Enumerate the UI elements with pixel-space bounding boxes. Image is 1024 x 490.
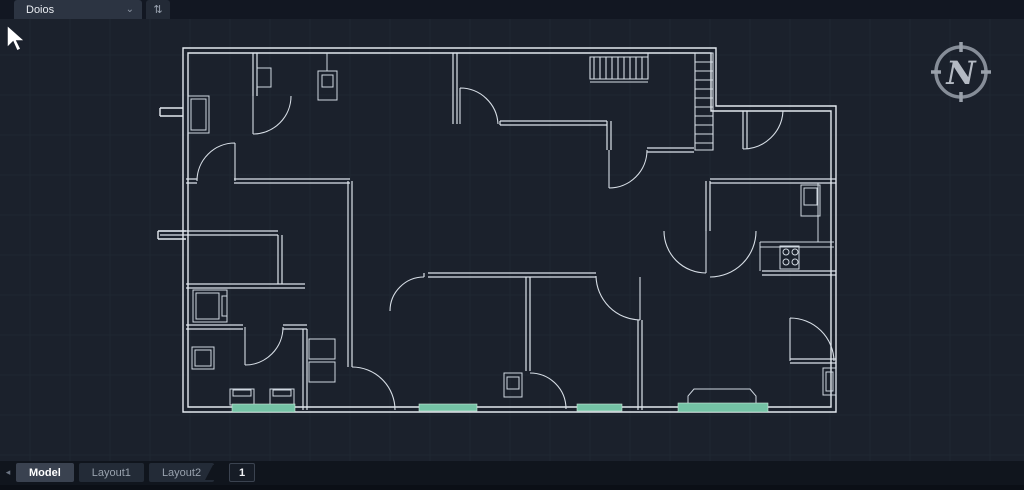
bench: [229, 388, 255, 406]
tab-layout2-label: Layout2: [161, 466, 202, 479]
cabinet: [191, 346, 215, 370]
top-bar: Doios ⌄ ⇅: [0, 0, 1024, 19]
sync-button[interactable]: ⇅: [146, 0, 170, 19]
mouse-cursor-icon: [6, 23, 27, 53]
furniture-fixtures: [187, 53, 837, 406]
tv-stand: [503, 372, 523, 398]
tab-layout1-label: Layout1: [91, 466, 131, 479]
wall-panel: [256, 67, 272, 88]
tab-model[interactable]: Model: [16, 463, 74, 482]
drawing-canvas[interactable]: N: [0, 19, 1024, 461]
kitchen-fixtures: [759, 183, 834, 271]
page-number-badge[interactable]: 1: [229, 463, 256, 482]
grid-lines: [0, 19, 1024, 461]
staircase: [589, 52, 714, 151]
floorplan-drawing: N: [0, 19, 1024, 461]
compass-north-label: N: [945, 54, 977, 92]
exterior-walls: [157, 47, 837, 413]
door-arcs: [196, 87, 835, 411]
fridge: [800, 184, 821, 217]
dryer: [308, 361, 336, 383]
wardrobe: [187, 95, 210, 134]
tab-layout1[interactable]: Layout1: [78, 463, 144, 482]
tab-model-label: Model: [29, 466, 61, 479]
compass-ticks: [931, 42, 991, 102]
washer: [308, 338, 336, 360]
sync-icon: ⇅: [153, 4, 163, 16]
tab-scroll-left-icon[interactable]: ◂: [5, 467, 11, 477]
interior-walls: [160, 53, 836, 410]
sofa: [687, 388, 757, 405]
drawing-title: Doios: [26, 3, 55, 16]
window-sills: [231, 402, 769, 413]
north-compass[interactable]: N: [931, 42, 991, 102]
status-strip: [0, 485, 1024, 490]
drawing-title-tab[interactable]: Doios ⌄: [14, 0, 142, 19]
wall-unit: [822, 367, 837, 396]
bench: [269, 388, 295, 406]
wall-cabinet: [317, 70, 338, 101]
tab-layout2[interactable]: Layout2: [148, 463, 215, 482]
layout-tab-bar: ◂ Model Layout1 Layout2 1: [0, 461, 1024, 490]
chevron-down-icon[interactable]: ⌄: [125, 3, 134, 15]
stove: [779, 245, 800, 270]
